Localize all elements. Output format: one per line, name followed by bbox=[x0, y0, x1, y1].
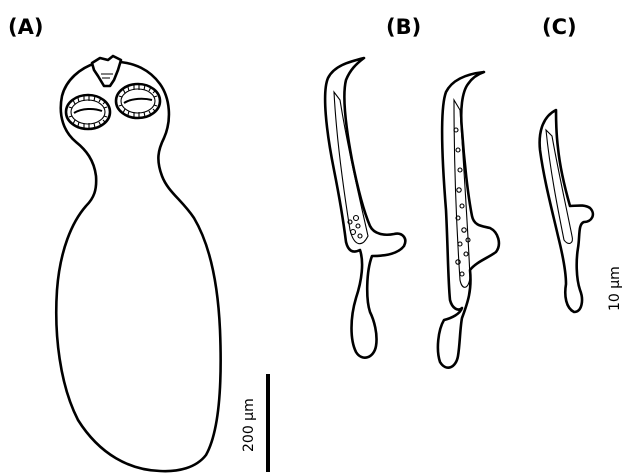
right-sucker bbox=[116, 84, 160, 118]
scale-label-200um: 200 µm bbox=[241, 398, 257, 452]
scale-label-10um: 10 µm bbox=[607, 266, 623, 311]
left-sucker bbox=[66, 95, 110, 129]
hook-c bbox=[540, 110, 593, 312]
hook-b1 bbox=[325, 58, 405, 358]
hook-b2 bbox=[438, 72, 499, 368]
